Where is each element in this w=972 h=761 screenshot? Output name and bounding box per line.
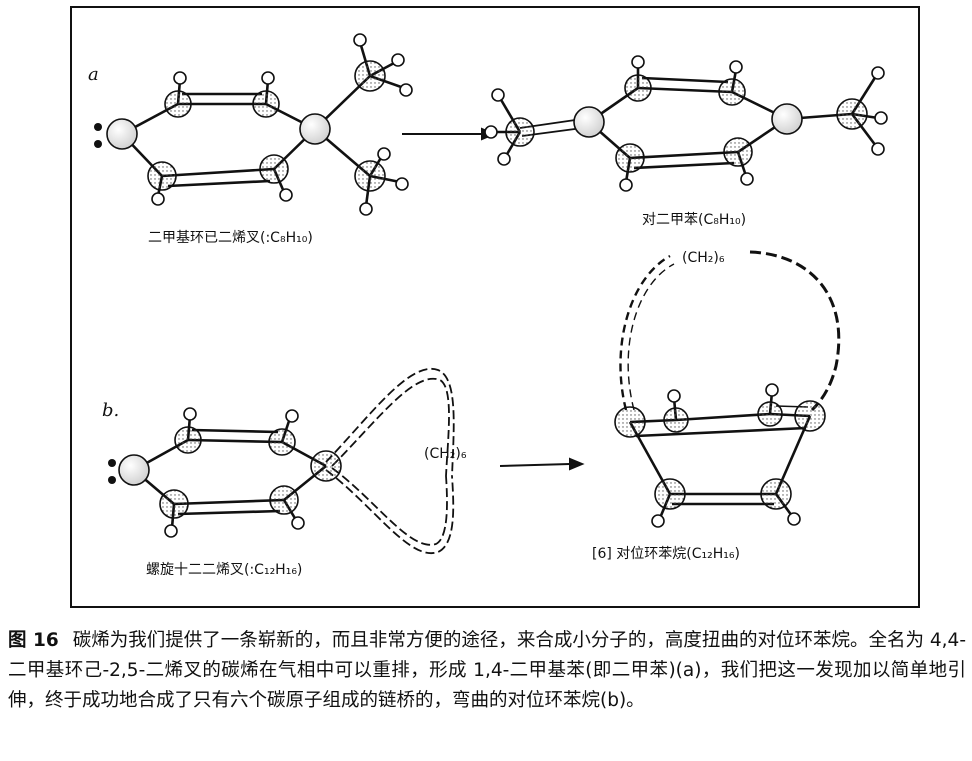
atoms-b-left bbox=[118, 407, 342, 538]
atoms-b-right bbox=[614, 383, 826, 528]
lone-pair-a bbox=[94, 123, 102, 148]
chain-label-right: (CH₂)₆ bbox=[682, 250, 725, 266]
panel-label-b: b. bbox=[102, 400, 119, 421]
chain-label-left: (CH₂)₆ bbox=[424, 446, 467, 462]
figure-border bbox=[70, 6, 920, 608]
reaction-arrow-b bbox=[499, 457, 585, 471]
molecule-p-xylene bbox=[494, 64, 879, 183]
atoms-a-right bbox=[484, 55, 888, 192]
label-a-right: 对二甲苯(C₈H₁₀) bbox=[642, 211, 746, 228]
reaction-arrow-a bbox=[402, 127, 497, 141]
chain-b-left bbox=[325, 367, 455, 555]
label-b-left: 螺旋十二二烯叉(:C₁₂H₁₆) bbox=[146, 562, 302, 578]
figure-number: 图 16 bbox=[8, 630, 59, 651]
figure-frame: a b. bbox=[70, 6, 920, 608]
lone-pair-b bbox=[108, 459, 116, 484]
panel-label-a: a bbox=[88, 64, 99, 85]
label-b-right: [6] 对位环苯烷(C₁₂H₁₆) bbox=[592, 545, 740, 562]
label-a-left: 二甲基环已二烯叉(:C₈H₁₀) bbox=[148, 229, 313, 246]
chain-b-right bbox=[619, 250, 841, 412]
atoms-a-left bbox=[106, 33, 413, 216]
caption-text: 碳烯为我们提供了一条崭新的，而且非常方便的途径，来合成小分子的，高度扭曲的对位环… bbox=[8, 630, 966, 711]
